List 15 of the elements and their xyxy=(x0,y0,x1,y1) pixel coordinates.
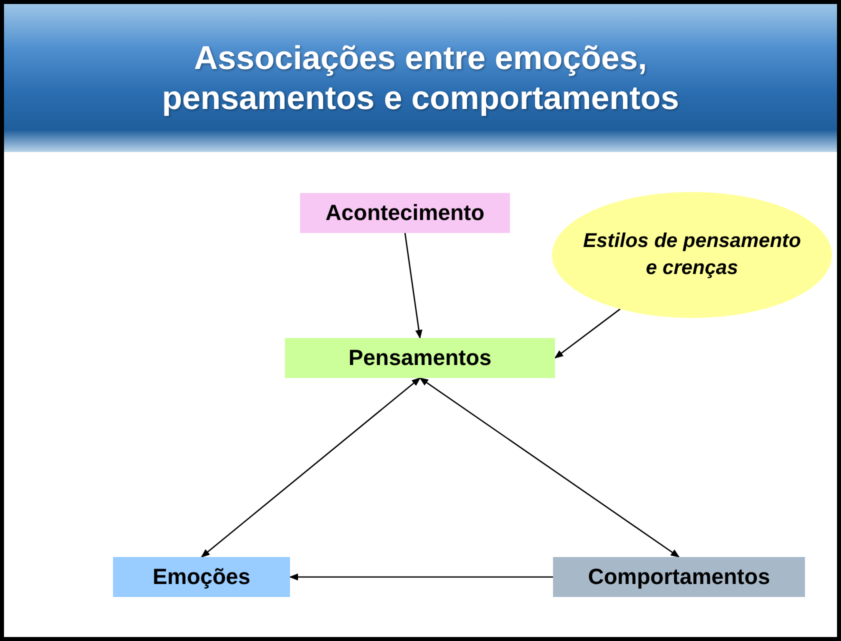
concept-box xyxy=(113,557,290,597)
concept-box xyxy=(553,557,805,597)
arrow xyxy=(289,573,553,581)
concept-box xyxy=(285,338,555,378)
arrow xyxy=(554,308,620,359)
concept-box xyxy=(300,193,510,233)
node-label: Pensamentos xyxy=(348,344,492,372)
node-label: Comportamentos xyxy=(588,563,770,592)
arrow xyxy=(419,377,680,558)
arrow xyxy=(404,232,422,339)
node-label: Emoções xyxy=(152,563,250,592)
node-label: Estilos de pensamento e crenças xyxy=(582,229,802,281)
title: Associações entre emoções, pensamentos e comportamentos xyxy=(160,38,680,118)
arrow xyxy=(200,377,421,558)
node-label: Acontecimento xyxy=(326,199,484,228)
